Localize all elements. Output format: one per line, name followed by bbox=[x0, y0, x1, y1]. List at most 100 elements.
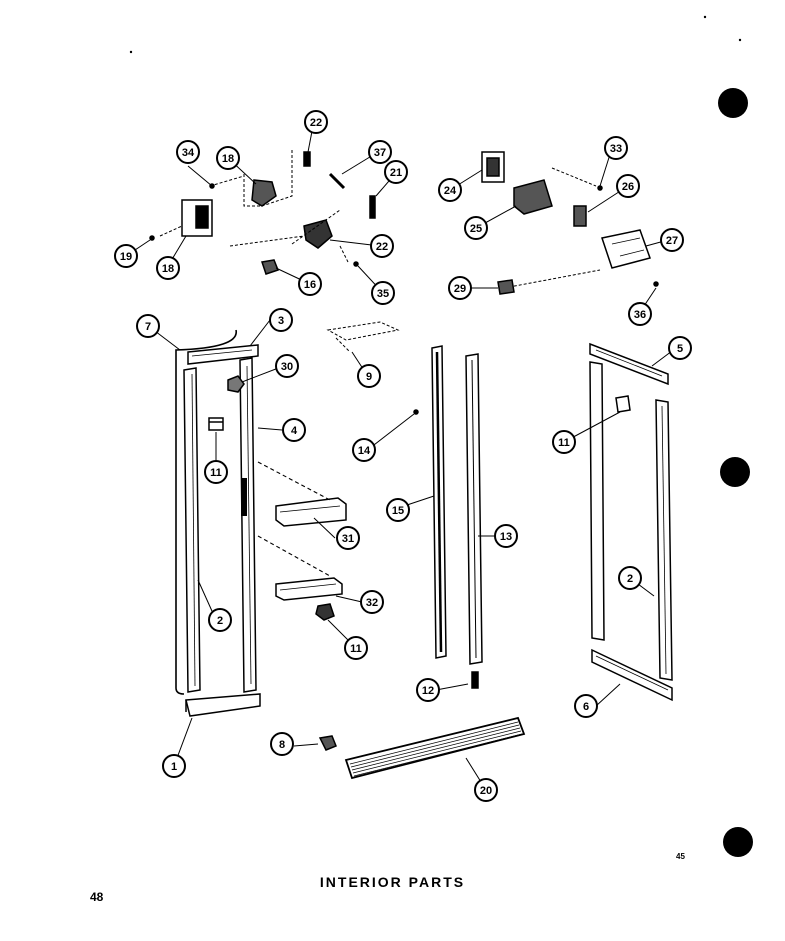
callout-circle bbox=[474, 778, 498, 802]
callout-circle bbox=[216, 146, 240, 170]
part-7-gasket-outline bbox=[175, 329, 237, 695]
callout-circle bbox=[494, 524, 518, 548]
binder-hole bbox=[723, 827, 753, 857]
part-9-shelf bbox=[326, 321, 400, 341]
callout-label: 31 bbox=[342, 533, 354, 545]
callout-35: 35 bbox=[371, 281, 395, 305]
callout-label: 11 bbox=[350, 643, 362, 655]
part-32-shelf-bracket bbox=[275, 577, 343, 601]
callout-24: 24 bbox=[438, 178, 462, 202]
part-19-screw bbox=[149, 235, 155, 241]
callout-label: 25 bbox=[470, 223, 482, 235]
callout-36: 36 bbox=[628, 302, 652, 326]
callout-18: 18 bbox=[216, 146, 240, 170]
callout-2: 2 bbox=[208, 608, 232, 632]
callout-circle bbox=[386, 498, 410, 522]
callout-circle bbox=[574, 694, 598, 718]
callout-1: 1 bbox=[162, 754, 186, 778]
callout-circle bbox=[275, 354, 299, 378]
part-2-left-trim bbox=[183, 367, 201, 693]
callout-circle bbox=[360, 590, 384, 614]
callout-label: 32 bbox=[366, 597, 378, 609]
part-22-motor bbox=[303, 219, 333, 249]
callout-label: 26 bbox=[622, 181, 634, 193]
speck bbox=[129, 50, 133, 54]
callout-circle bbox=[114, 244, 138, 268]
callout-label: 6 bbox=[583, 701, 589, 713]
callout-label: 14 bbox=[358, 445, 371, 457]
callout-label: 5 bbox=[677, 343, 683, 355]
callout-circle bbox=[270, 732, 294, 756]
callout-label: 29 bbox=[454, 283, 466, 295]
callout-circle bbox=[176, 140, 200, 164]
callout-circle bbox=[352, 438, 376, 462]
callout-label: 11 bbox=[558, 437, 570, 449]
callout-circle bbox=[660, 228, 684, 252]
callout-circle bbox=[438, 178, 462, 202]
callout-11: 11 bbox=[204, 460, 228, 484]
callout-5: 5 bbox=[668, 336, 692, 360]
callout-22: 22 bbox=[304, 110, 328, 134]
part-11-clip bbox=[208, 417, 224, 431]
callout-30: 30 bbox=[275, 354, 299, 378]
callout-26: 26 bbox=[616, 174, 640, 198]
callout-circle bbox=[552, 430, 576, 454]
callout-circle bbox=[304, 110, 328, 134]
callout-circle bbox=[208, 608, 232, 632]
part-6-bottom-rail bbox=[591, 648, 673, 702]
callout-16: 16 bbox=[298, 272, 322, 296]
part-11-clip bbox=[615, 395, 631, 413]
part-26-knob bbox=[573, 205, 587, 227]
part-37-screw bbox=[328, 172, 346, 190]
part-8-clip bbox=[318, 735, 337, 751]
speck bbox=[738, 38, 742, 42]
callout-33: 33 bbox=[604, 136, 628, 160]
callout-11: 11 bbox=[552, 430, 576, 454]
callout-circle bbox=[269, 308, 293, 332]
part-12-clip bbox=[471, 671, 479, 689]
binder-hole bbox=[718, 88, 748, 118]
part-21-tube bbox=[369, 195, 376, 219]
callout-31: 31 bbox=[336, 526, 360, 550]
callout-15: 15 bbox=[386, 498, 410, 522]
callout-circle bbox=[136, 314, 160, 338]
callout-circle bbox=[464, 216, 488, 240]
part-35-screw bbox=[353, 261, 359, 267]
binder-hole bbox=[720, 457, 750, 487]
callout-label: 37 bbox=[374, 147, 386, 159]
callout-circle bbox=[298, 272, 322, 296]
callout-label: 15 bbox=[392, 505, 404, 517]
callout-4: 4 bbox=[282, 418, 306, 442]
part-14-screw bbox=[413, 409, 419, 415]
callout-label: 18 bbox=[162, 263, 174, 275]
callout-34: 34 bbox=[176, 140, 200, 164]
callout-label: 35 bbox=[377, 288, 389, 300]
callout-circle bbox=[357, 364, 381, 388]
callout-13: 13 bbox=[494, 524, 518, 548]
callout-group: 1223456789111111121314151618181920212222… bbox=[114, 110, 692, 802]
callout-circle bbox=[156, 256, 180, 280]
part-31-shelf-bracket bbox=[275, 497, 347, 527]
callout-label: 16 bbox=[304, 279, 316, 291]
callout-label: 34 bbox=[182, 147, 195, 159]
callout-circle bbox=[371, 281, 395, 305]
callout-circle bbox=[628, 302, 652, 326]
speck bbox=[703, 15, 707, 19]
page-title: INTERIOR PARTS bbox=[319, 874, 466, 890]
part-20-bracket bbox=[251, 179, 277, 207]
callout-label: 12 bbox=[422, 685, 434, 697]
callout-label: 2 bbox=[217, 615, 223, 627]
callout-label: 20 bbox=[480, 785, 492, 797]
callout-circle bbox=[344, 636, 368, 660]
part-29-clip bbox=[497, 279, 515, 295]
callout-18: 18 bbox=[156, 256, 180, 280]
callout-circle bbox=[370, 234, 394, 258]
callout-14: 14 bbox=[352, 438, 376, 462]
callout-circle bbox=[368, 140, 392, 164]
callout-label: 24 bbox=[444, 185, 457, 197]
corner-mark: 45 bbox=[676, 852, 685, 861]
callout-27: 27 bbox=[660, 228, 684, 252]
callout-25: 25 bbox=[464, 216, 488, 240]
part-36-screw bbox=[653, 281, 659, 287]
